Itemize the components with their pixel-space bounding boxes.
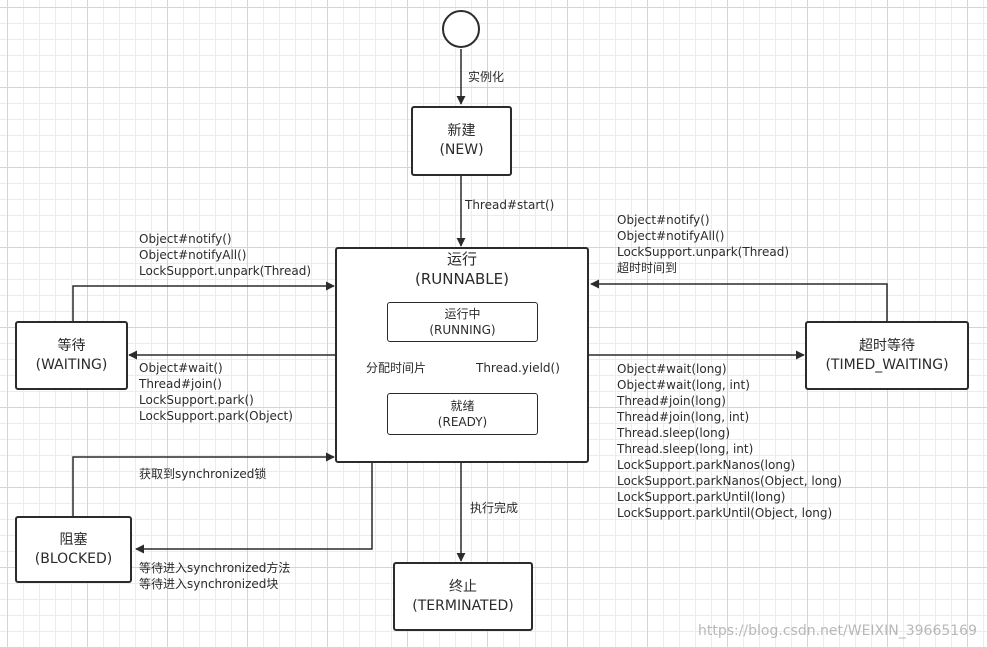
label-line: Object#notify() (139, 232, 232, 246)
state-running: 运行中 (RUNNING) (387, 302, 538, 342)
label-line: LockSupport.parkUntil(Object, long) (617, 506, 833, 520)
state-ready: 就绪 (READY) (387, 393, 538, 435)
state-timed-waiting: 超时等待 (TIMED_WAITING) (805, 321, 969, 390)
label-line: Object#wait(long) (617, 362, 727, 376)
label-line: Thread#join(long) (617, 394, 726, 408)
state-waiting-name: 等待 (57, 337, 86, 354)
label-line: LockSupport.parkNanos(Object, long) (617, 474, 842, 488)
label-line: 超时时间到 (617, 261, 678, 275)
label-line: 等待进入synchronized块 (139, 577, 279, 591)
label-line: LockSupport.unpark(Thread) (139, 264, 312, 278)
label-line: LockSupport.parkUntil(long) (617, 490, 786, 504)
label-line: LockSupport.park() (139, 393, 254, 407)
label-line: LockSupport.unpark(Thread) (617, 245, 790, 259)
state-new: 新建 (NEW) (411, 106, 512, 176)
state-waiting-code: (WAITING) (35, 356, 108, 373)
initial-state-node (442, 10, 480, 48)
label-yield: Thread.yield() (476, 361, 560, 375)
state-timed-waiting-code: (TIMED_WAITING) (825, 356, 949, 373)
label-line: Object#wait() (139, 361, 223, 375)
label-line: Thread.sleep(long) (617, 426, 731, 440)
state-blocked: 阻塞 (BLOCKED) (15, 516, 132, 583)
state-waiting: 等待 (WAITING) (15, 321, 128, 390)
label-line: Thread#join() (139, 377, 222, 391)
state-running-code: (RUNNING) (429, 323, 496, 337)
label-to-timed-waiting: Object#wait(long) Object#wait(long, int)… (617, 361, 842, 521)
state-new-code: (NEW) (439, 142, 484, 158)
state-terminated-name: 终止 (449, 578, 477, 595)
label-line: 等待进入synchronized方法 (139, 561, 291, 575)
state-terminated: 终止 (TERMINATED) (393, 562, 533, 631)
label-line: LockSupport.park(Object) (139, 409, 293, 423)
state-timed-waiting-name: 超时等待 (859, 337, 915, 354)
watermark: https://blog.csdn.net/WEIXIN_39665169 (697, 623, 977, 639)
label-line: Object#notify() (617, 213, 710, 227)
state-ready-name: 就绪 (450, 399, 475, 413)
label-time-slice: 分配时间片 (366, 361, 427, 375)
state-new-name: 新建 (447, 123, 476, 139)
arrow-timed-waiting-to-runnable (590, 279, 888, 321)
state-blocked-name: 阻塞 (59, 531, 88, 548)
state-runnable-code: (RUNNABLE) (415, 270, 509, 288)
arrow-blocked-to-runnable (72, 452, 335, 516)
arrow-waiting-to-runnable (72, 281, 335, 321)
state-runnable-name: 运行 (446, 250, 477, 268)
label-line: Object#notifyAll() (617, 229, 725, 243)
state-terminated-code: (TERMINATED) (412, 597, 514, 614)
label-start: Thread#start() (465, 198, 555, 212)
label-line: Thread#join(long, int) (617, 410, 750, 424)
label-line: Object#notifyAll() (139, 248, 247, 262)
label-line: LockSupport.parkNanos(long) (617, 458, 796, 472)
arrow-runnable-to-blocked (135, 463, 373, 554)
label-from-waiting: Object#notify() Object#notifyAll() LockS… (139, 231, 311, 279)
label-instantiate: 实例化 (468, 70, 505, 84)
label-finish: 执行完成 (470, 501, 519, 515)
label-from-blocked: 获取到synchronized锁 (139, 467, 267, 481)
label-from-timed-waiting: Object#notify() Object#notifyAll() LockS… (617, 212, 789, 276)
state-running-name: 运行中 (444, 307, 481, 321)
state-ready-code: (READY) (437, 415, 488, 429)
label-line: Object#wait(long, int) (617, 378, 750, 392)
label-line: Thread.sleep(long, int) (617, 442, 754, 456)
label-to-waiting: Object#wait() Thread#join() LockSupport.… (139, 360, 293, 424)
state-blocked-code: (BLOCKED) (34, 550, 113, 567)
label-to-blocked: 等待进入synchronized方法 等待进入synchronized块 (139, 560, 290, 592)
